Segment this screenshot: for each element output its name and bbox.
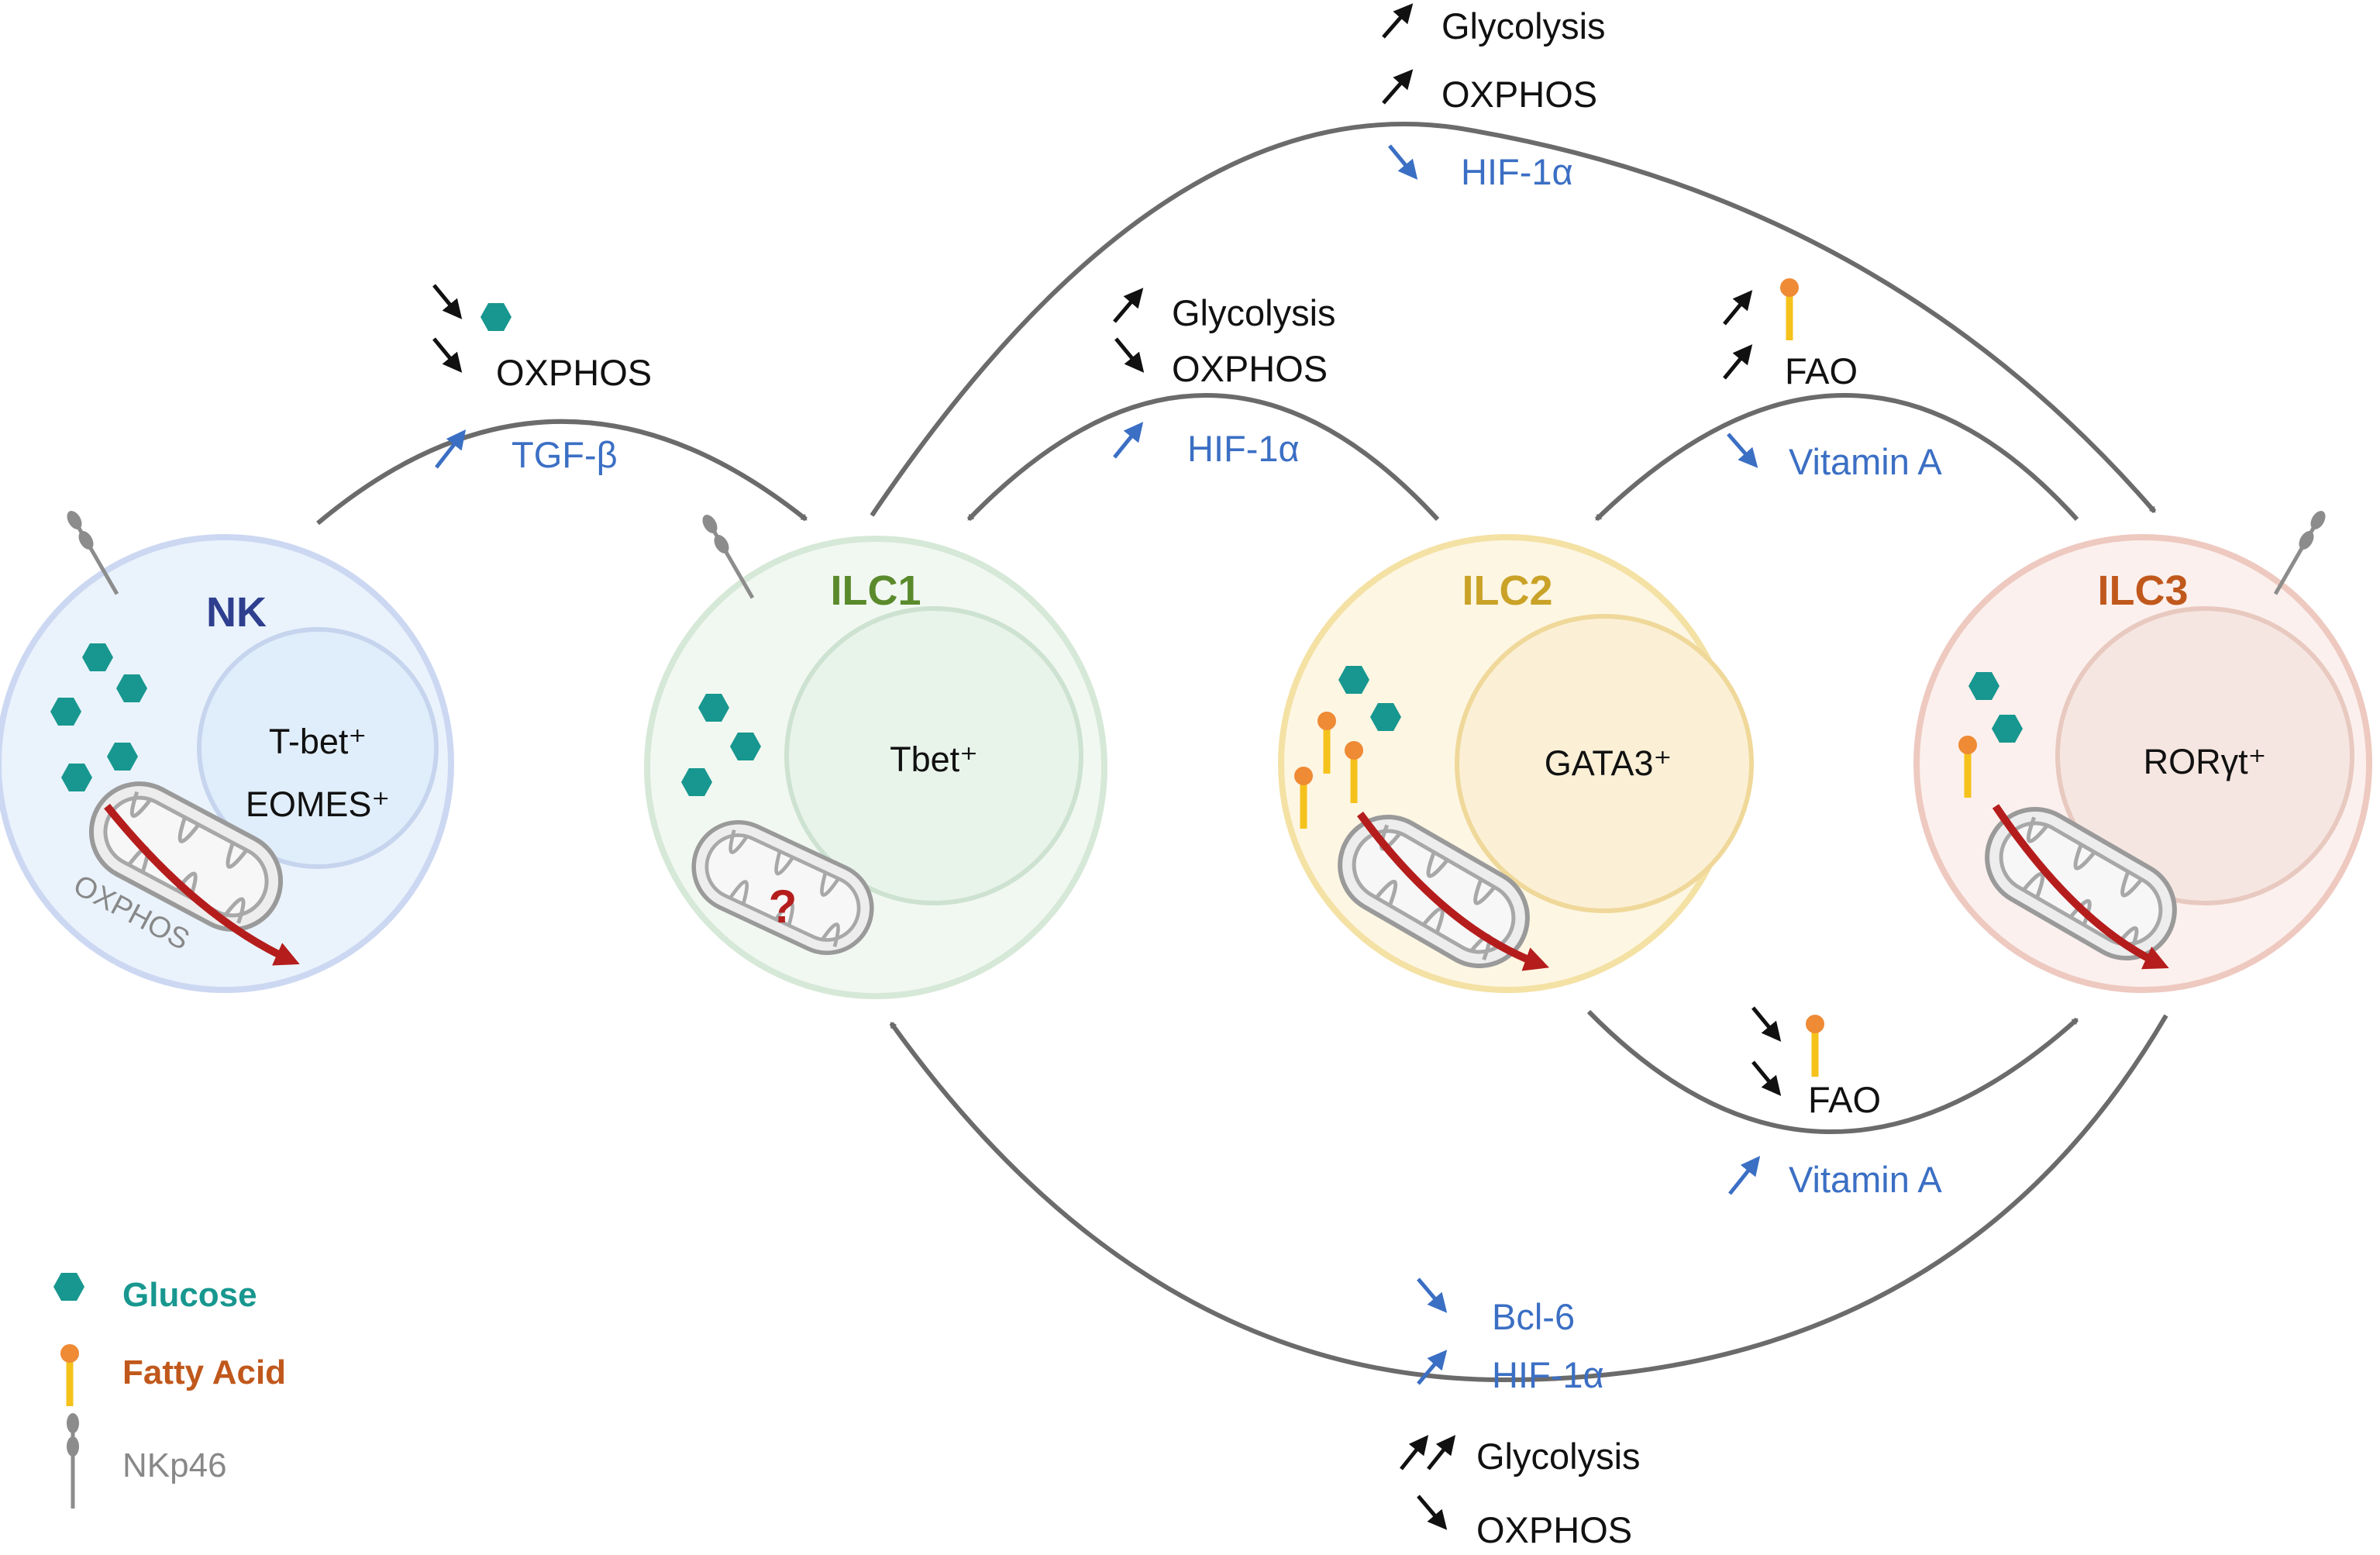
cell-ilc2: ILC2 GATA3⁺ — [1278, 534, 1754, 993]
label-oxphos: OXPHOS — [1476, 1509, 1632, 1550]
label-fao: FAO — [1808, 1079, 1881, 1120]
label-regulator: Vitamin A — [1789, 441, 1942, 482]
label-glycolysis: Glycolysis — [1172, 292, 1336, 333]
arrow-ilc2-to-ilc3 — [1586, 1009, 2079, 1134]
fatty-acid-icon — [1806, 1015, 1824, 1077]
label-glycolysis: Glycolysis — [1476, 1436, 1641, 1477]
labels-ilc3-to-ilc1: Bcl-6 HIF-1α Glycolysis OXPHOS — [1400, 1277, 1641, 1550]
decrease-arrow-icon — [432, 284, 463, 319]
label-regulator: HIF-1α — [1461, 151, 1573, 192]
label-regulator-bcl6: Bcl-6 — [1492, 1296, 1575, 1337]
label-oxphos: OXPHOS — [1172, 348, 1328, 389]
nk-marker-tbet: T-bet⁺ — [269, 722, 367, 761]
label-oxphos: OXPHOS — [1441, 74, 1597, 115]
metabolic-flux-arrow — [104, 803, 300, 966]
arrow-ilc3-to-ilc2 — [1594, 393, 2079, 522]
arrow-ilc1-to-ilc3 — [870, 122, 2157, 517]
increase-arrow-icon — [1723, 344, 1753, 380]
nkp46-receptor-icon — [67, 1413, 79, 1508]
increase-arrow-icon — [1382, 3, 1414, 39]
fatty-acid-icon — [1780, 278, 1799, 340]
metabolic-flux-arrow — [1356, 812, 1550, 971]
decrease-arrow-icon — [432, 337, 463, 373]
label-regulator: Vitamin A — [1789, 1159, 1942, 1200]
glucose-icon — [53, 1273, 84, 1301]
cell-ilc3: ILC3 RORγt⁺ — [1913, 509, 2372, 993]
increase-arrow-icon — [1400, 1435, 1429, 1471]
ilc1-marker-tbet: Tbet⁺ — [890, 740, 978, 779]
increase-arrow-icon — [1427, 1435, 1456, 1471]
cell-title-ilc3: ILC3 — [2097, 567, 2188, 614]
fatty-acid-icon — [60, 1344, 79, 1406]
label-fao: FAO — [1785, 350, 1858, 391]
decrease-arrow-icon — [1417, 1277, 1448, 1313]
ilc3-marker-rorgt: RORγt⁺ — [2144, 742, 2267, 781]
decrease-arrow-icon — [1751, 1060, 1782, 1096]
increase-arrow-icon — [1417, 1350, 1448, 1385]
decrease-arrow-icon — [1751, 1006, 1782, 1042]
glucose-icon — [480, 303, 511, 331]
labels-ilc2-to-ilc3: FAO Vitamin A — [1728, 1006, 1942, 1200]
arrow-ilc2-to-ilc1 — [966, 393, 1440, 522]
legend: Glucose Fatty Acid NKp46 — [53, 1273, 286, 1508]
labels-ilc3-to-ilc2: FAO Vitamin A — [1723, 278, 1942, 482]
label-oxphos: OXPHOS — [496, 352, 652, 393]
decrease-arrow-icon — [1388, 144, 1418, 180]
increase-arrow-icon — [1113, 422, 1144, 459]
legend-nkp46-label: NKp46 — [122, 1446, 227, 1484]
increase-arrow-icon — [1113, 288, 1144, 323]
label-regulator-hif: HIF-1α — [1492, 1354, 1604, 1395]
decrease-arrow-icon — [1727, 433, 1758, 468]
cell-title-nk: NK — [206, 589, 267, 636]
labels-nk-to-ilc1: OXPHOS TGF-β — [432, 284, 652, 475]
metabolic-flux-arrow — [1992, 804, 2169, 970]
decrease-arrow-icon — [1114, 337, 1145, 373]
ilc2-marker-gata3: GATA3⁺ — [1545, 743, 1672, 783]
label-regulator: TGF-β — [511, 434, 618, 475]
increase-arrow-icon — [435, 429, 467, 469]
increase-arrow-icon — [1382, 69, 1414, 105]
cell-nk: NK T-bet⁺ EOMES⁺ OXPHOS — [0, 509, 454, 993]
arrow-ilc3-to-ilc1 — [889, 1014, 2168, 1383]
labels-ilc2-to-ilc1: Glycolysis OXPHOS HIF-1α — [1113, 288, 1336, 469]
cell-title-ilc2: ILC2 — [1462, 567, 1552, 614]
increase-arrow-icon — [1723, 290, 1753, 326]
increase-arrow-icon — [1728, 1156, 1761, 1195]
label-glycolysis: Glycolysis — [1441, 5, 1606, 47]
cell-ilc1: ILC1 Tbet⁺ ? — [644, 512, 1107, 999]
legend-glucose-label: Glucose — [122, 1276, 257, 1314]
transition-arrows — [316, 122, 2168, 1383]
nk-marker-eomes: EOMES⁺ — [246, 784, 390, 824]
arrow-nk-to-ilc1 — [316, 419, 808, 526]
ilc1-mito-unknown-mark: ? — [769, 881, 797, 933]
labels-ilc1-to-ilc3: Glycolysis OXPHOS HIF-1α — [1382, 3, 1606, 192]
decrease-arrow-icon — [1417, 1495, 1448, 1530]
cell-title-ilc1: ILC1 — [830, 567, 921, 614]
legend-fatty-acid-label: Fatty Acid — [122, 1353, 286, 1391]
label-regulator: HIF-1α — [1187, 428, 1300, 469]
